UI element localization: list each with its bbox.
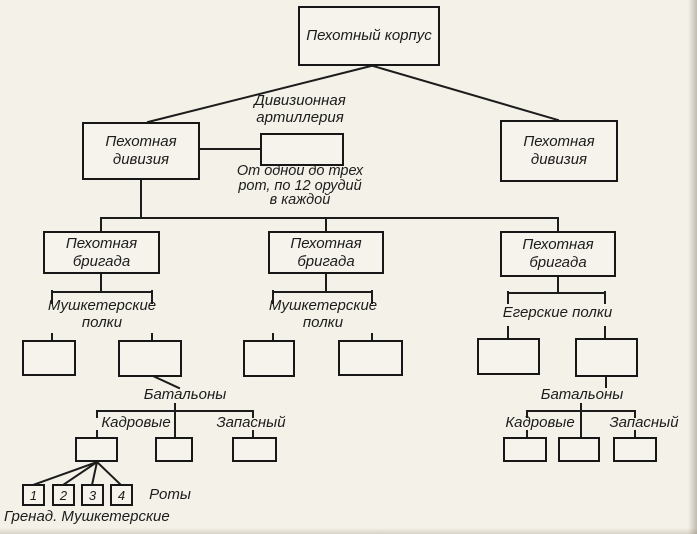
node-company-2: 2 [52,484,75,506]
node-battalion-right-reserve [613,437,657,462]
node-regiment-1a [22,340,76,376]
node-battalion-right-cadre-1 [503,437,547,462]
caption-company-types: Гренад. Мушкетерские [4,508,170,525]
label-divisional-artillery-line2: артиллерия [256,108,344,126]
node-regiment-1b [118,340,182,377]
node-battalion-left-cadre-2 [155,437,193,462]
label-jaeger-regiments: Егерские полки [502,304,613,321]
node-company-4: 4 [110,484,133,506]
label-musketeer-2-line2: полки [302,313,344,331]
label-cadre-right: Кадровые [505,414,575,431]
node-artillery-unit [260,133,344,166]
connector-corps-to-right-division [371,64,560,122]
label-musketeer-1-line1: Мушкетерские [47,297,157,314]
label-musketeer-regiments-1: Мушкетерские полки [41,297,163,331]
label-divisional-artillery-line1: Дивизионная [254,92,346,109]
connector-company-fan-1 [31,460,99,487]
scan-shadow-right [688,0,697,534]
node-regiment-3b [575,338,638,377]
note-artillery-line2: рот, по 12 орудий [238,177,362,194]
connector-regiment-to-battalions-left [151,374,181,390]
connector-company-fan-4 [95,460,123,487]
node-battalion-left-reserve [232,437,277,462]
node-regiment-2b [338,340,403,376]
label-companies: Роты [149,486,191,503]
node-regiment-2a [243,340,295,377]
label-reserve-right: Запасный [609,414,679,431]
label-musketeer-1-line2: полки [81,313,123,331]
scan-shadow-bottom [0,528,697,534]
node-company-3: 3 [81,484,104,506]
connector-company-fan-2 [61,460,99,487]
label-battalions-right: Батальоны [540,386,624,403]
note-artillery-line1: От одной до трех [236,163,364,179]
node-regiment-3a [477,338,540,375]
connector-company-fan-3 [90,460,99,487]
node-battalion-right-cadre-2 [558,437,600,462]
label-musketeer-regiments-2: Мушкетерские полки [262,297,384,331]
node-company-1: 1 [22,484,45,506]
node-infantry-brigade-1: Пехотная бригада [43,231,160,274]
node-infantry-brigade-2: Пехотная бригада [268,231,384,274]
node-battalion-left-cadre-1 [75,437,118,462]
label-battalions-left: Батальоны [143,386,227,403]
label-reserve-left: Запасный [216,414,286,431]
label-musketeer-2-line1: Мушкетерские [268,297,378,314]
node-infantry-division-right: Пехотная дивизия [500,120,618,182]
connector-corps-to-left-division [146,64,373,124]
node-infantry-brigade-3: Пехотная бригада [500,231,616,277]
note-artillery-companies: От одной до трех рот, по 12 орудий в каж… [226,164,374,208]
label-divisional-artillery: Дивизионная артиллерия [240,92,360,126]
node-infantry-division-left: Пехотная дивизия [82,122,200,180]
label-cadre-left: Кадровые [101,414,171,431]
note-artillery-line3: в каждой [269,192,331,208]
node-infantry-corps: Пехотный корпус [298,6,440,66]
